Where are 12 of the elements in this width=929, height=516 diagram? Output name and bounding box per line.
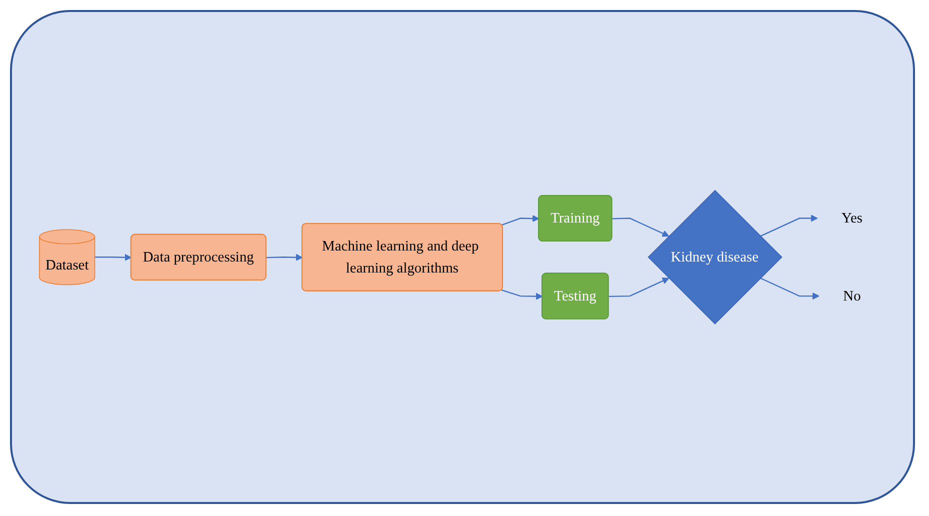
arrow [608,277,669,297]
arrow [500,289,542,300]
panel-background: Dataset Data preprocessing Machine learning and deep learning algorithms Training Testing Kidney disease Yes No [10,10,915,504]
arrow [760,214,818,237]
node-diamond [647,190,782,324]
arrow [500,214,539,226]
arrow [760,277,819,300]
node-text: Yes [841,210,862,226]
arrow [94,254,132,261]
arrow [266,254,302,261]
arrow [612,218,669,237]
node-text: No [842,287,860,304]
